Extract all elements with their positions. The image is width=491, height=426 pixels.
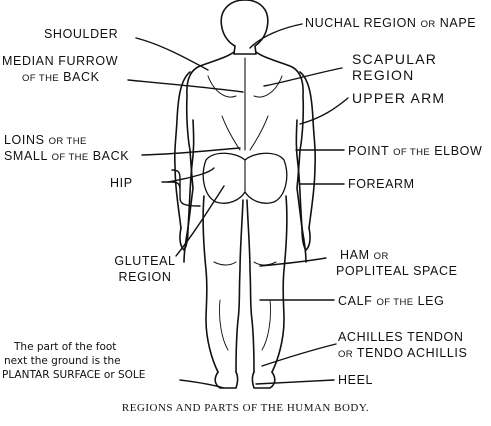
label-achilles-line1: ACHILLES TENDON <box>338 330 464 344</box>
label-heel: HEEL <box>338 373 374 387</box>
label-ham-or: OR <box>373 251 389 262</box>
leader-sole <box>179 379 225 389</box>
label-median-furrow-line2: OF THE BACK <box>22 70 100 86</box>
label-loins-line2: SMALL OF THE BACK <box>4 149 129 165</box>
right-leg-outer <box>271 195 288 373</box>
left-scapula <box>207 75 237 98</box>
label-scapular-line1: SCAPULAR <box>352 51 438 67</box>
label-shoulder: SHOULDER <box>44 27 119 41</box>
label-nuchal: NUCHAL REGION OR NAPE <box>305 16 476 32</box>
leader-heel <box>255 379 335 385</box>
label-median-furrow-line1: MEDIAN FURROW <box>2 54 119 68</box>
label-forearm: FOREARM <box>348 177 415 191</box>
knee-creases <box>213 261 277 266</box>
left-leg-outer <box>202 195 219 373</box>
label-nuchal-region: NUCHAL REGION <box>305 16 417 30</box>
label-point-elbow: POINT OF THE ELBOW <box>348 144 482 160</box>
label-loins-word: LOINS <box>4 133 45 147</box>
label-loins-small: SMALL <box>4 149 48 163</box>
label-calf: CALF OF THE LEG <box>338 294 444 310</box>
leader-upper-arm <box>299 97 349 125</box>
label-tendo-achillis: TENDO ACHILLIS <box>356 346 468 360</box>
label-gluteal-line2: REGION <box>118 270 172 284</box>
label-gluteal-line1: GLUTEAL <box>114 254 176 268</box>
label-scapular-line2: REGION <box>352 67 415 83</box>
label-calf-word: CALF <box>338 294 373 308</box>
hip-brace <box>161 169 201 207</box>
label-ham-line1: HAM OR <box>340 248 389 264</box>
label-loins-back: BACK <box>92 149 130 163</box>
label-point-elbow-word: ELBOW <box>434 144 483 158</box>
leader-lines <box>127 23 349 389</box>
right-hand <box>301 227 311 251</box>
label-median-furrow-back: BACK <box>63 70 100 84</box>
label-achilles-line2: OR TENDO ACHILLIS <box>338 346 467 362</box>
note-line1: The part of the foot <box>14 341 117 353</box>
left-foot <box>214 371 239 389</box>
note-line2: next the ground is the <box>4 355 121 367</box>
calf-lines <box>219 299 271 351</box>
label-achilles-or: OR <box>338 349 354 360</box>
label-hip: HIP <box>110 176 133 190</box>
label-loins-or-the: OR THE <box>48 136 87 147</box>
leader-nuchal <box>249 23 303 49</box>
note-line3: PLANTAR SURFACE or SOLE <box>2 369 146 381</box>
label-calf-leg: LEG <box>417 294 445 308</box>
right-leg-inner <box>246 199 255 373</box>
leader-median-furrow <box>127 79 244 93</box>
label-ham-word: HAM <box>340 248 370 262</box>
label-calf-of-the: OF THE <box>376 297 414 308</box>
right-foot <box>251 371 276 389</box>
right-arm-inner <box>295 119 303 229</box>
label-loins-line1: LOINS OR THE <box>4 133 87 149</box>
left-hand <box>179 227 189 251</box>
leader-scapular <box>263 67 343 87</box>
label-upper-arm: UPPER ARM <box>352 90 446 106</box>
right-scapula <box>253 75 283 98</box>
leader-achilles <box>261 343 337 367</box>
label-point-word: POINT <box>348 144 389 158</box>
label-ham-line2: POPLITEAL SPACE <box>336 264 458 278</box>
left-leg-inner <box>235 199 244 373</box>
label-point-of-the: OF THE <box>393 147 431 158</box>
right-arm-outer <box>299 71 317 229</box>
head-outline <box>220 0 269 55</box>
figure-caption: REGIONS AND PARTS OF THE HUMAN BODY. <box>121 402 370 414</box>
leader-hip <box>167 167 215 183</box>
label-nuchal-or: OR <box>420 19 436 30</box>
label-median-furrow-of-the: OF THE <box>22 73 60 84</box>
leader-ham <box>259 257 327 267</box>
label-loins-of-the: OF THE <box>51 152 89 163</box>
leader-gluteal <box>175 185 225 257</box>
leader-loins <box>141 147 241 156</box>
leader-shoulder <box>135 37 209 71</box>
left-arm-outer <box>173 71 191 229</box>
label-nuchal-nape: NAPE <box>439 16 477 30</box>
